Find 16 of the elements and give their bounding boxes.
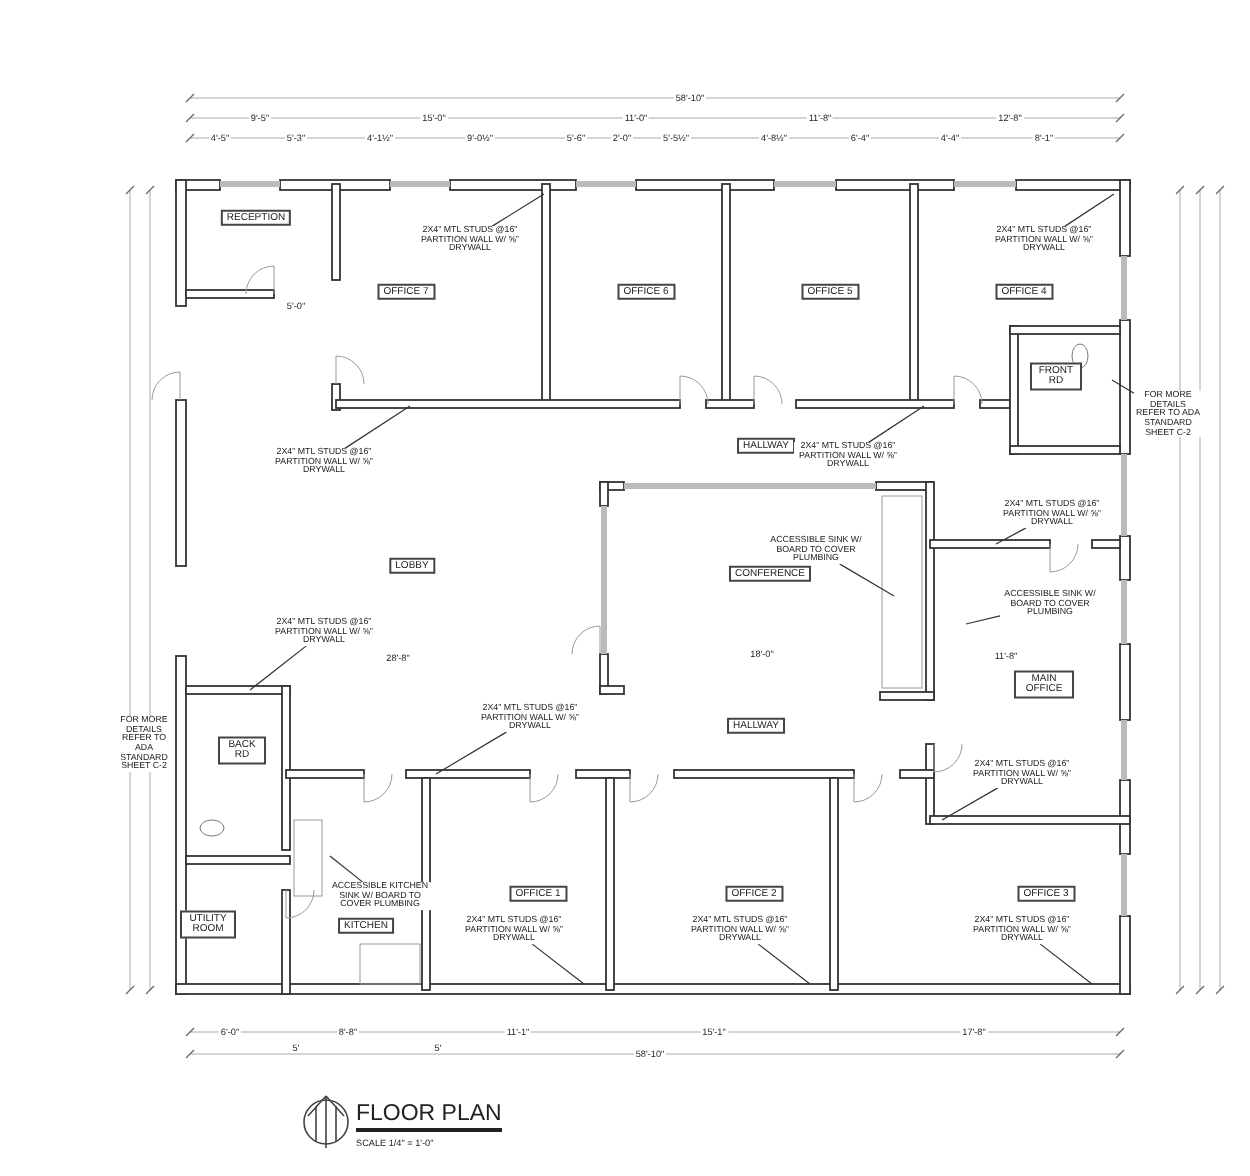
leader-line [941,787,999,821]
leader-line [1064,193,1115,227]
leader-line [249,645,307,691]
leader-line [965,615,1001,625]
leader-line [329,855,364,883]
leader-line [491,193,545,227]
leader-line [435,731,508,775]
leader-line [838,563,895,597]
leader-line [344,405,411,449]
plan-title: FLOOR PLAN [356,1102,502,1132]
leader-line [531,943,585,985]
leader-line [1039,943,1093,985]
leader-line [757,943,811,985]
leader-line [868,405,925,443]
leader-line [1111,379,1135,394]
leader-line [995,527,1027,545]
